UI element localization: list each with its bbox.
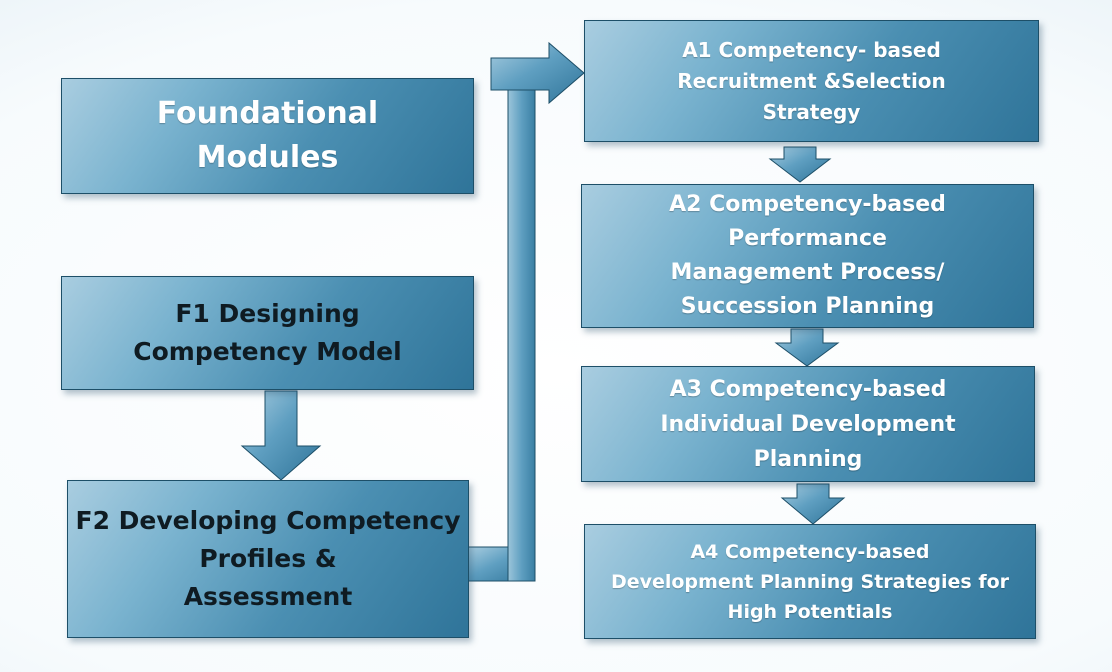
f1-box: F1 Designing Competency Model [61,276,474,390]
a3-box: A3 Competency-based Individual Developme… [581,366,1035,482]
a2-box: A2 Competency-based Performance Manageme… [581,184,1034,328]
connector-vertical-bar [507,89,536,582]
f2-box: F2 Developing Competency Profiles & Asse… [67,480,469,638]
f2-label: F2 Developing Competency Profiles & Asse… [75,506,461,611]
a1-box: A1 Competency- based Recruitment &Select… [584,20,1039,142]
a4-label: A4 Competency-based Development Planning… [610,540,1010,623]
arrow-a1-to-a2 [768,146,832,183]
connector-arrow-to-a1 [490,41,585,105]
arrow-a2-to-a3 [774,328,840,367]
foundational-modules-label: Foundational Modules [156,96,379,175]
arrow-f1-to-f2 [240,390,322,481]
a1-label: A1 Competency- based Recruitment &Select… [677,37,946,124]
a4-box: A4 Competency-based Development Planning… [584,524,1036,639]
a3-label: A3 Competency-based Individual Developme… [660,376,956,472]
a2-label: A2 Competency-based Performance Manageme… [669,192,946,319]
foundational-modules-box: Foundational Modules [61,78,474,194]
arrow-a3-to-a4 [780,483,846,525]
f1-label: F1 Designing Competency Model [133,299,402,366]
